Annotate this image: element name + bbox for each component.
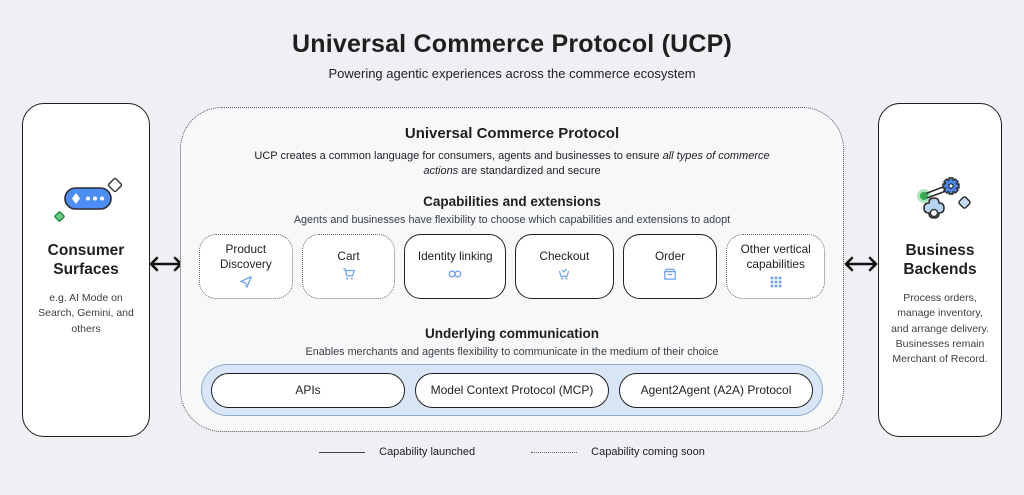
channel-mcp[interactable]: Model Context Protocol (MCP) — [415, 372, 609, 408]
communication-channels-container: APIs Model Context Protocol (MCP) Agent2… — [201, 364, 823, 416]
cart-icon — [342, 267, 356, 282]
capability-checkout[interactable]: Checkout — [515, 234, 614, 299]
capability-order[interactable]: Order — [622, 234, 718, 299]
communication-section-title: Underlying communication — [424, 326, 600, 341]
capabilities-section-subtitle: Agents and businesses have flexibility t… — [293, 214, 731, 226]
channel-apis[interactable]: APIs — [211, 372, 405, 408]
consumer-surfaces-title: Consumer Surfaces — [47, 242, 125, 278]
capabilities-section-title: Capabilities and extensions — [423, 194, 601, 209]
capability-product-discovery[interactable]: Product Discovery — [199, 234, 293, 299]
legend-launched-label: Capability launched — [379, 446, 476, 458]
consumer-surfaces-box: Consumer Surfaces e.g. AI Mode on Search… — [22, 103, 150, 437]
capability-label: Cart — [337, 249, 360, 264]
capability-label: Checkout — [539, 249, 590, 264]
legend-coming-soon-label: Capability coming soon — [591, 446, 705, 458]
legend-launched-line — [319, 451, 366, 453]
legend: Capability launched Capability coming so… — [0, 446, 1024, 458]
order-box-icon — [663, 267, 677, 282]
grid-icon — [770, 274, 782, 289]
checkout-cart-icon — [557, 267, 571, 282]
gears-icon — [904, 176, 976, 228]
ucp-container: Universal Commerce Protocol UCP creates … — [180, 107, 844, 432]
capability-label: Other vertical capabilities — [740, 241, 811, 271]
legend-coming-soon-line — [531, 451, 578, 453]
send-icon — [239, 274, 253, 289]
channel-a2a[interactable]: Agent2Agent (A2A) Protocol — [619, 372, 813, 408]
right-double-arrow-icon — [841, 254, 881, 274]
capability-identity-linking[interactable]: Identity linking — [404, 234, 507, 299]
communication-section-subtitle: Enables merchants and agents flexibility… — [305, 346, 719, 358]
capability-other-vertical[interactable]: Other vertical capabilities — [726, 234, 826, 299]
capability-label: Product Discovery — [219, 241, 272, 271]
capability-cart[interactable]: Cart — [301, 234, 396, 299]
business-backends-title: Business Backends — [903, 242, 977, 278]
capability-label: Identity linking — [417, 249, 493, 264]
ucp-title: Universal Commerce Protocol — [404, 125, 620, 142]
business-backends-box: Business Backends Process orders, manage… — [878, 103, 1002, 437]
capability-label: Order — [654, 249, 686, 264]
page-subtitle: Powering agentic experiences across the … — [328, 66, 696, 81]
link-icon — [447, 267, 463, 282]
ucp-description: UCP creates a common language for consum… — [254, 150, 770, 178]
ai-chat-pill-icon — [47, 176, 125, 228]
business-backends-description: Process orders, manage inventory, and ar… — [891, 292, 989, 366]
capabilities-row: Product Discovery Cart Identity linking … — [199, 234, 826, 300]
page-title: Universal Commerce Protocol (UCP) — [291, 30, 733, 58]
consumer-surfaces-description: e.g. AI Mode on Search, Gemini, and othe… — [38, 292, 134, 335]
